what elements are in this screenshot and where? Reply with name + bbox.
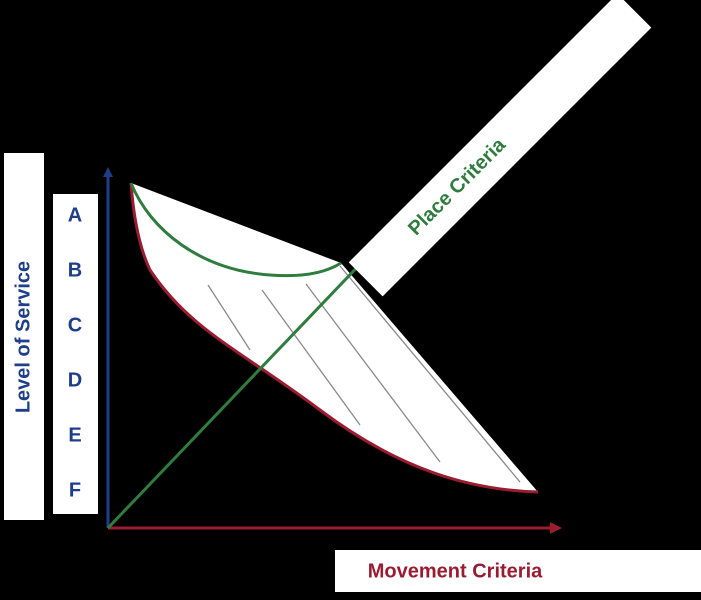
los-grade-f: F: [69, 479, 81, 501]
diagonal-axis-line: [106, 230, 393, 530]
movement-criteria-label-panel: Movement Criteria: [335, 550, 701, 592]
place-criteria-label-panel: Place Criteria: [348, 0, 652, 297]
y-axis-label-panel: Level of Service: [4, 153, 44, 520]
movement-boundary-curve: [129, 182, 539, 494]
los-grade-b: B: [68, 259, 82, 281]
los-grade-a: A: [68, 204, 82, 226]
los-grades-panel: A B C D E F: [53, 194, 98, 514]
los-grade-c: C: [68, 314, 82, 336]
place-criteria-label: Place Criteria: [404, 133, 511, 240]
hatch-line: [261, 289, 361, 426]
movement-criteria-label: Movement Criteria: [368, 560, 543, 582]
los-grade-d: D: [68, 369, 82, 391]
place-boundary-curve: [129, 182, 342, 278]
los-surface: [129, 182, 539, 494]
y-axis-label: Level of Service: [12, 261, 34, 413]
hatch-line: [305, 283, 441, 463]
los-grade-e: E: [68, 424, 81, 446]
hatch-line: [339, 265, 521, 483]
hatch-line: [207, 284, 251, 351]
